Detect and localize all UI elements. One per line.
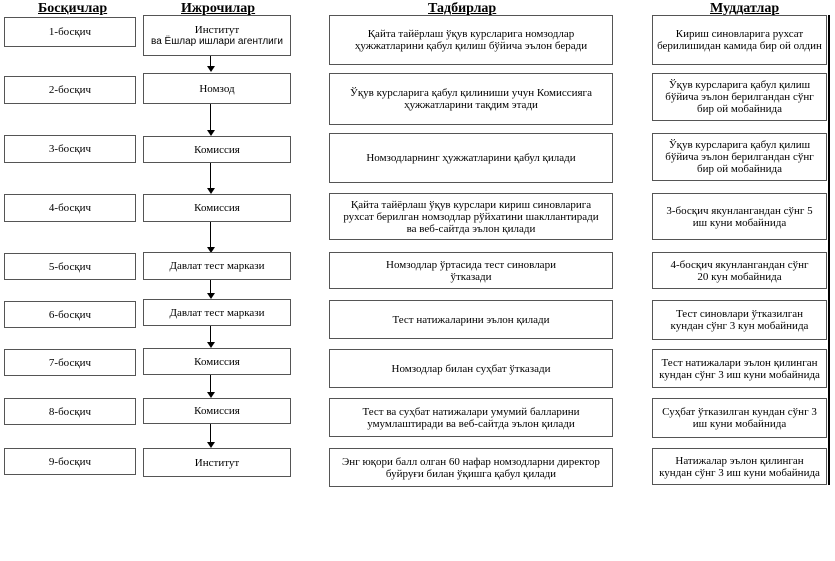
flow-arrow [207, 188, 215, 194]
connector-line [210, 424, 211, 442]
stage-box: 7-босқич [4, 349, 136, 376]
executor-box: Давлат тест маркази [143, 252, 291, 280]
stage-box: 1-босқич [4, 17, 136, 47]
connector-line [210, 326, 211, 342]
stage-box: 4-босқич [4, 194, 136, 222]
deadline-box: 3-босқич якунлангандан сўнг 5 иш куни мо… [652, 193, 827, 240]
flow-arrow [207, 392, 215, 398]
flow-arrow [207, 342, 215, 348]
executor-box: Комиссия [143, 398, 291, 424]
header-executors: Ижрочилар [181, 1, 256, 16]
flow-arrow [207, 442, 215, 448]
executor-box: Институт [143, 448, 291, 477]
deadline-box: Ўқув курсларига қабул қилиш бўйича эълон… [652, 73, 827, 121]
stage-box: 5-босқич [4, 253, 136, 280]
executor-box: Институт ва Ёшлар ишлари агентлиги [143, 15, 291, 56]
stage-box: 8-босқич [4, 398, 136, 425]
action-box: Номзодлар билан суҳбат ўтказади [329, 349, 613, 388]
deadline-box: Натижалар эълон қилинган кундан сўнг 3 и… [652, 448, 827, 485]
connector-line [210, 56, 211, 66]
page-edge-line [828, 15, 830, 485]
action-box: Қайта тайёрлаш ўқув курсларига номзодлар… [329, 15, 613, 65]
executor-box: Давлат тест маркази [143, 299, 291, 326]
executor-label-secondary: ва Ёшлар ишлари агентлиги [151, 35, 283, 47]
flow-arrow [207, 66, 215, 72]
header-actions: Тадбирлар [428, 1, 497, 16]
stage-box: 9-босқич [4, 448, 136, 475]
action-box: Тест ва суҳбат натижалари умумий баллари… [329, 398, 613, 437]
executor-box: Номзод [143, 73, 291, 104]
deadline-box: Кириш синовларига рухсат берилишидан кам… [652, 15, 827, 65]
action-box: Номзодларнинг ҳужжатларини қабул қилади [329, 133, 613, 183]
action-box: Тест натижаларини эълон қилади [329, 300, 613, 339]
deadline-box: Тест натижалари эълон қилинган кундан сў… [652, 349, 827, 388]
action-box: Қайта тайёрлаш ўқув курслари кириш синов… [329, 193, 613, 240]
deadline-box: 4-босқич якунлангандан сўнг 20 кун мобай… [652, 252, 827, 289]
flow-arrow [207, 247, 215, 253]
executor-box: Комиссия [143, 194, 291, 222]
stage-box: 3-босқич [4, 135, 136, 163]
action-box: Энг юқори балл олган 60 нафар номзодларн… [329, 448, 613, 487]
stage-box: 2-босқич [4, 76, 136, 104]
connector-line [210, 375, 211, 392]
deadline-box: Тест синовлари ўтказилган кундан сўнг 3 … [652, 300, 827, 340]
executor-label: Институт [194, 23, 240, 36]
deadline-box: Ўқув курсларига қабул қилиш бўйича эълон… [652, 133, 827, 181]
header-stages: Босқичлар [38, 1, 108, 16]
action-box: Номзодлар ўртасида тест синовлари ўтказа… [329, 252, 613, 289]
connector-line [210, 104, 211, 130]
executor-box: Комиссия [143, 348, 291, 375]
connector-line [210, 222, 211, 247]
executor-box: Комиссия [143, 136, 291, 163]
flow-arrow [207, 293, 215, 299]
connector-line [210, 280, 211, 293]
action-box: Ўқув курсларига қабул қилиниши учун Коми… [329, 73, 613, 125]
flow-arrow [207, 130, 215, 136]
header-deadlines: Муддатлар [710, 1, 780, 16]
connector-line [210, 163, 211, 188]
stage-box: 6-босқич [4, 301, 136, 328]
deadline-box: Суҳбат ўтказилган кундан сўнг 3 иш куни … [652, 398, 827, 438]
